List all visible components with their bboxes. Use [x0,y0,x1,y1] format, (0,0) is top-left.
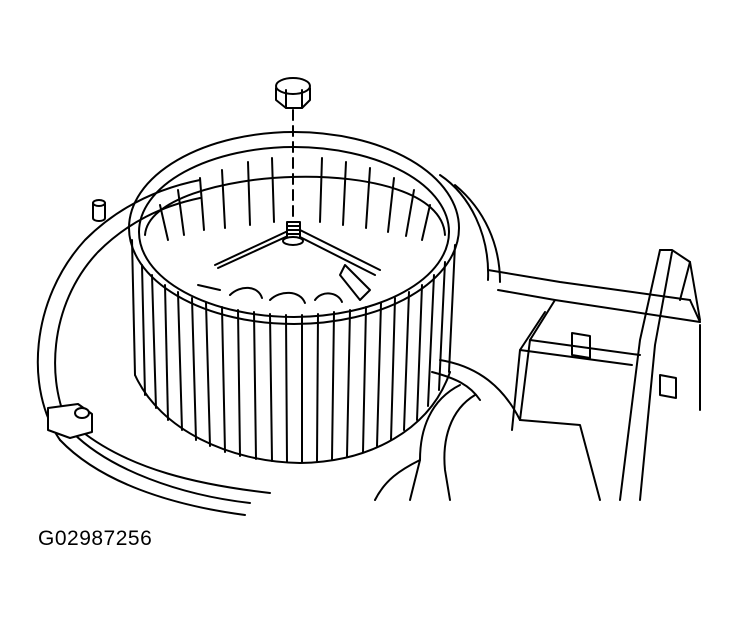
fan-fastener [275,77,311,246]
blower-housing [36,174,501,516]
figure-code-label: G02987256 [38,527,153,550]
fan-bottom-edge [134,371,451,464]
housing-outer-rim [36,179,201,441]
housing-frame-right [374,249,701,501]
housing-post [92,202,106,222]
